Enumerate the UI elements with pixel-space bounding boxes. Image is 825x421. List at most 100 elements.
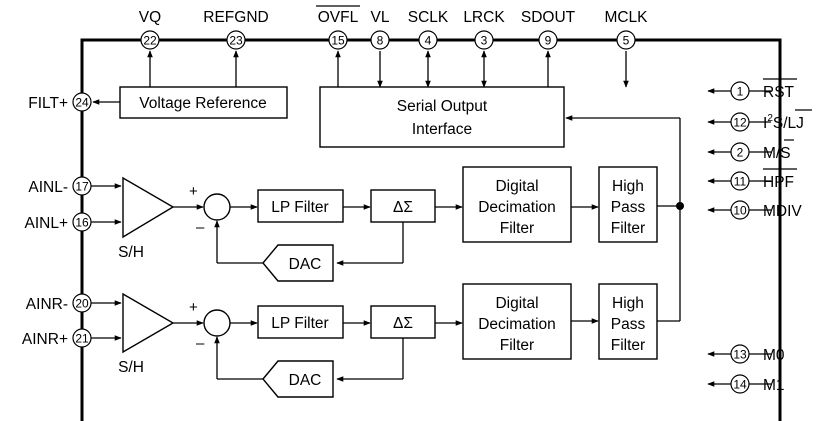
pin-num-23: 23	[229, 34, 243, 48]
left-decimation-filter-block	[462, 166, 572, 243]
left-dac-label: DAC	[289, 256, 322, 273]
pin-circle-13	[730, 344, 750, 364]
pin-num-1: 1	[737, 85, 744, 99]
pin-label-mclk: MCLK	[604, 9, 648, 26]
pin-label-filt: FILT+	[28, 95, 68, 112]
right-pin-m0: 13 M0	[707, 344, 785, 364]
left-sh-label: S/H	[118, 244, 144, 261]
pin-num-16: 16	[75, 216, 89, 230]
pin-label-m0: M0	[763, 347, 785, 364]
top-pin-refgnd: REFGND 23	[203, 9, 269, 50]
right-decimation-label-1: Digital	[495, 295, 538, 312]
pin-num-9: 9	[545, 34, 552, 48]
pin-circle-24	[72, 92, 92, 112]
pin-num-3: 3	[481, 34, 488, 48]
pin-label-mdiv: MDIV	[763, 203, 802, 220]
left-hpf-label-2: Pass	[611, 199, 646, 216]
left-lp-filter-block	[257, 189, 344, 223]
voltage-reference-block	[119, 86, 288, 119]
pin-circle-5	[616, 30, 636, 50]
top-pin-vl: VL 8	[370, 9, 390, 50]
right-pin-m-s: 2 M/S	[707, 139, 794, 162]
left-delta-sigma-block	[370, 189, 436, 223]
pin-label-m1: M1	[763, 377, 785, 394]
right-dac-label: DAC	[289, 372, 322, 389]
top-pin-sdout: SDOUT 9	[521, 9, 576, 50]
right-sample-hold-amp	[122, 292, 175, 354]
pin-circle-11	[730, 171, 750, 191]
pin-num-5: 5	[623, 34, 630, 48]
pin-num-17: 17	[75, 180, 89, 194]
pin-num-13: 13	[733, 348, 747, 362]
pin-circle-3	[474, 30, 494, 50]
left-pin-ainl-plus: AINL+ 16	[24, 212, 92, 232]
pin-circle-14	[730, 374, 750, 394]
pin-label-ainl-plus: AINL+	[24, 215, 68, 232]
pin-label-hpf: HPF	[763, 174, 794, 191]
pin-circle-12	[730, 112, 750, 132]
pin-label-ainl-minus: AINL-	[28, 179, 68, 196]
pin-label-ovfl: OVFL	[318, 9, 359, 26]
pin-num-14: 14	[733, 378, 747, 392]
right-pin-m1: 14 M1	[707, 374, 785, 394]
pin-label-rst: RST	[763, 84, 795, 101]
pin-label-refgnd: REFGND	[203, 9, 268, 26]
pin-num-24: 24	[75, 96, 89, 110]
pin-circle-1	[730, 81, 750, 101]
pin-label-vq: VQ	[139, 9, 161, 26]
pin-circle-15	[328, 30, 348, 50]
pin-num-8: 8	[377, 34, 384, 48]
right-hpf-label-1: High	[612, 295, 644, 312]
left-high-pass-filter-block	[598, 166, 658, 243]
left-pin-ainr-plus: AINR+ 21	[22, 328, 92, 348]
right-lp-filter-block	[257, 305, 344, 339]
pin-label-m-s: M/S	[763, 145, 791, 162]
pin-label-lrck: LRCK	[463, 9, 505, 26]
right-minus-sign: –	[196, 335, 205, 352]
pin-num-20: 20	[75, 297, 89, 311]
left-pin-ainl-minus: AINL- 17	[28, 176, 92, 196]
pin-num-15: 15	[331, 34, 345, 48]
serial-output-label-1: Serial Output	[397, 98, 488, 115]
right-hpf-label-2: Pass	[611, 316, 646, 333]
right-plus-sign: +	[189, 299, 198, 316]
top-pin-vq: VQ 22	[139, 9, 161, 50]
pin-circle-8	[370, 30, 390, 50]
right-dac-block	[262, 360, 334, 398]
right-decimation-label-2: Decimation	[478, 316, 556, 333]
top-pin-lrck: LRCK 3	[463, 9, 505, 50]
right-lp-filter-label: LP Filter	[271, 315, 328, 332]
left-dac-block	[262, 244, 334, 282]
left-hpf-label-1: High	[612, 178, 644, 195]
right-delta-sigma-label: ΔΣ	[393, 315, 413, 332]
pin-circle-22	[140, 30, 160, 50]
right-hpf-label-3: Filter	[611, 337, 645, 354]
pin-circle-23	[226, 30, 246, 50]
left-decimation-label-1: Digital	[495, 178, 538, 195]
left-plus-sign: +	[189, 183, 198, 200]
right-pin-rst: 1 RST	[707, 78, 797, 101]
right-pin-hpf: 11 HPF	[707, 168, 797, 191]
left-summing-junction	[203, 193, 231, 221]
top-pin-mclk: MCLK 5	[604, 9, 648, 50]
pin-circle-9	[538, 30, 558, 50]
top-pin-sclk: SCLK 4	[408, 9, 449, 50]
pin-num-21: 21	[75, 332, 89, 346]
left-lp-filter-label: LP Filter	[271, 199, 328, 216]
pin-label-vl: VL	[371, 9, 390, 26]
left-minus-sign: –	[196, 219, 205, 236]
pin-num-2: 2	[737, 146, 744, 160]
left-pin-ainr-minus: AINR- 20	[26, 293, 92, 313]
left-delta-sigma-label: ΔΣ	[393, 199, 413, 216]
right-decimation-label-3: Filter	[500, 337, 534, 354]
left-hpf-label-3: Filter	[611, 220, 645, 237]
left-pin-filt: FILT+ 24	[28, 92, 92, 112]
right-sh-label: S/H	[118, 359, 144, 376]
left-decimation-label-2: Decimation	[478, 199, 556, 216]
pin-num-22: 22	[143, 34, 157, 48]
pin-circle-4	[418, 30, 438, 50]
pin-num-11: 11	[734, 175, 747, 189]
pin-label-ainr-minus: AINR-	[26, 296, 68, 313]
right-pin-mdiv: 10 MDIV	[707, 200, 802, 220]
voltage-reference-label: Voltage Reference	[139, 95, 267, 112]
